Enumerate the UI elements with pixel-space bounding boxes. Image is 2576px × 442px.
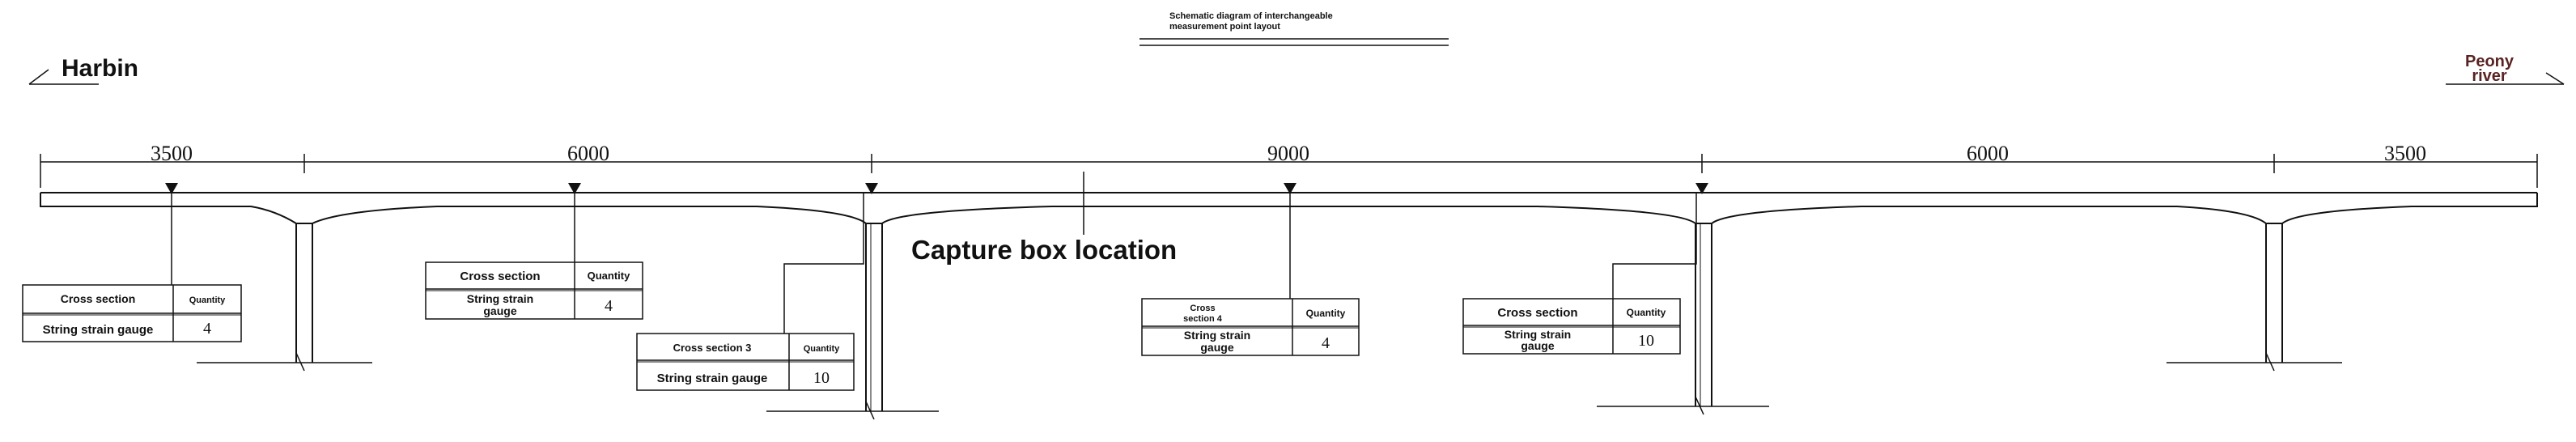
- quantity-table-3: Cross section 3 Quantity String strain g…: [636, 333, 855, 391]
- quantity-table-5: Cross section Quantity String strain gau…: [1462, 298, 1681, 355]
- capture-box-label: Capture box location: [911, 235, 1177, 265]
- end-location-marker: Peony river: [2446, 53, 2565, 85]
- deck-soffit: [40, 193, 2538, 224]
- dimension-label: 3500: [151, 142, 193, 165]
- table-cell-quantity: 4: [1322, 334, 1330, 352]
- measurement-marker: [1695, 183, 1708, 194]
- table-header-quantity: Quantity: [189, 295, 226, 305]
- measurement-marker: [165, 183, 178, 194]
- table-cell-quantity: 4: [203, 320, 211, 338]
- quantity-table-1: Cross section Quantity String strain gau…: [22, 284, 242, 342]
- end-location-label-2: river: [2472, 67, 2507, 85]
- table-cell-gauge-line-2: gauge: [483, 304, 516, 317]
- measurement-marker: [865, 183, 878, 194]
- pier-4: [2166, 223, 2342, 372]
- table-header-quantity: Quantity: [804, 344, 840, 354]
- table-header-section: Cross section: [1497, 306, 1577, 320]
- pier-1: [197, 223, 372, 372]
- table-header-quantity: Quantity: [588, 270, 630, 282]
- table-cell-gauge-line-1: String strain: [1504, 328, 1571, 341]
- leader-lines: [171, 172, 1697, 334]
- table-header-section: Cross section: [460, 270, 540, 283]
- table-cell-gauge-line-2: gauge: [1521, 339, 1554, 352]
- dimension-label: 6000: [567, 142, 609, 165]
- end-location-label-1: Peony: [2465, 53, 2514, 70]
- diagram-title: Schematic diagram of interchangeable mea…: [1139, 11, 1449, 46]
- start-location-label: Harbin: [62, 55, 138, 82]
- title-line-2: measurement point layout: [1169, 22, 1280, 32]
- dimension-label: 9000: [1267, 142, 1309, 165]
- table-header-section: Cross section: [61, 292, 136, 305]
- measurement-marker: [1284, 183, 1296, 194]
- table-header-section-line-1: Cross: [1190, 304, 1215, 313]
- table-cell-gauge-line-1: String strain: [1184, 329, 1250, 342]
- table-cell-gauge: String strain gauge: [657, 372, 768, 385]
- title-line-1: Schematic diagram of interchangeable: [1169, 11, 1333, 21]
- pier-3: [1597, 223, 1769, 415]
- start-location-marker: Harbin: [28, 55, 138, 85]
- table-cell-quantity: 10: [813, 369, 830, 387]
- table-cell-quantity: 10: [1638, 332, 1654, 350]
- table-header-section-line-2: section 4: [1183, 314, 1223, 324]
- measurement-marker: [568, 183, 581, 194]
- table-header-quantity: Quantity: [1627, 307, 1666, 318]
- quantity-table-2: Cross section Quantity String strain gau…: [425, 261, 643, 320]
- bridge-deck: [40, 192, 2538, 224]
- dimension-label: 3500: [2384, 142, 2426, 165]
- pier-2: [766, 223, 939, 420]
- dimension-line: 3500 6000 9000 6000 3500: [40, 142, 2538, 188]
- table-cell-gauge-line-2: gauge: [1200, 341, 1233, 354]
- measurement-markers: [165, 183, 1708, 194]
- table-header-quantity: Quantity: [1306, 308, 1346, 319]
- table-cell-quantity: 4: [605, 297, 613, 315]
- dimension-label: 6000: [1967, 142, 2009, 165]
- table-header-section: Cross section 3: [673, 342, 752, 354]
- table-cell-gauge: String strain gauge: [43, 323, 154, 337]
- table-cell-gauge-line-1: String strain: [467, 292, 533, 305]
- quantity-table-4: Cross section 4 Quantity String strain g…: [1141, 298, 1360, 356]
